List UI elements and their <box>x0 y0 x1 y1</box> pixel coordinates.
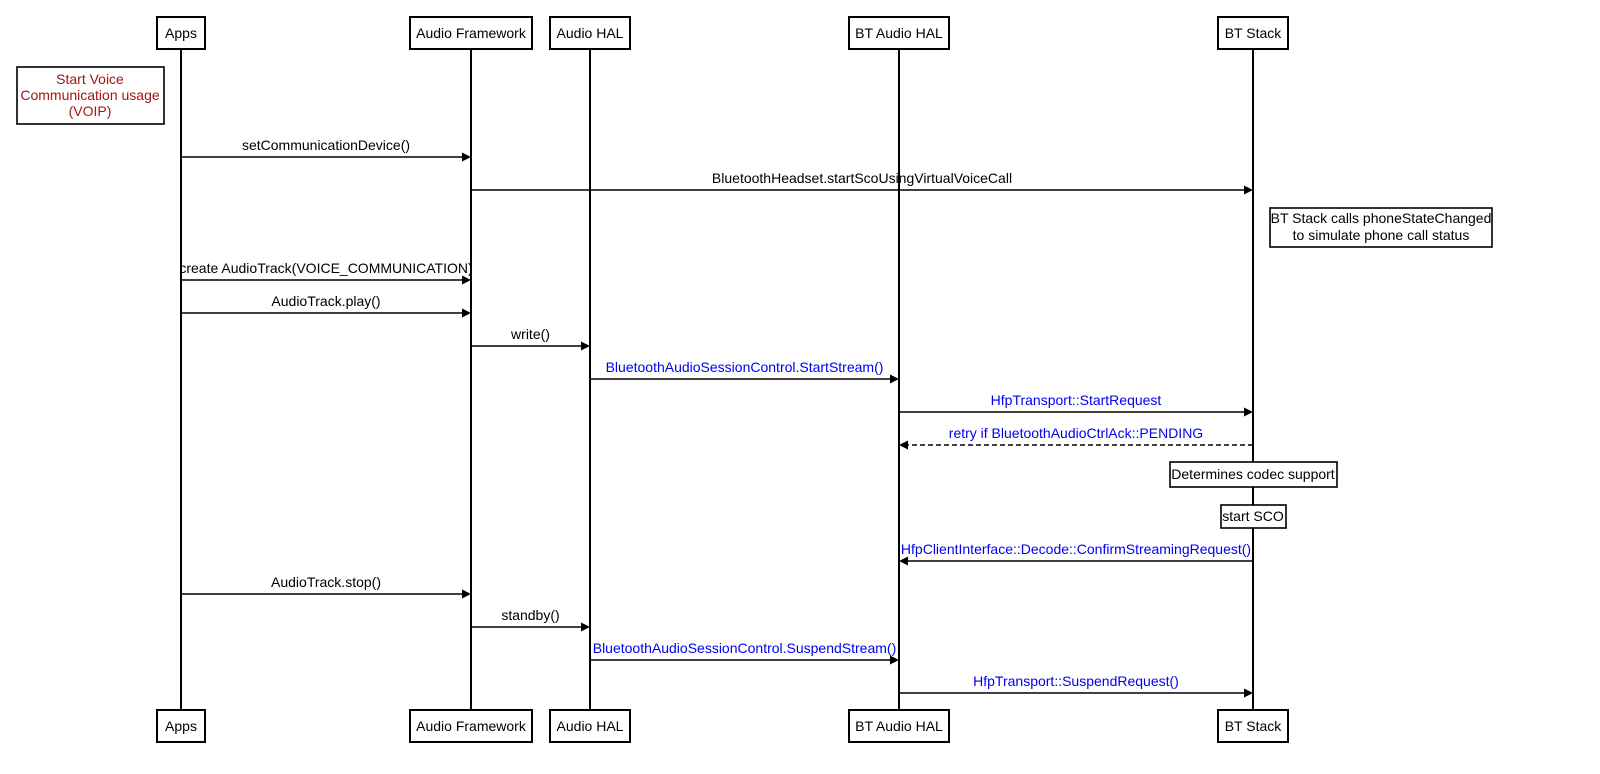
message-label: AudioTrack.stop() <box>271 574 381 590</box>
participant-ahal-top: Audio HAL <box>549 16 631 50</box>
note-text: Communication usage <box>20 87 160 103</box>
message-arrow: setCommunicationDevice() <box>181 137 471 162</box>
participant-apps-bottom: Apps <box>156 709 206 743</box>
message-arrow: HfpTransport::SuspendRequest() <box>899 673 1253 698</box>
participant-bts-bottom: BT Stack <box>1217 709 1289 743</box>
arrowhead <box>462 152 471 162</box>
arrowhead <box>581 341 590 351</box>
note-text: start SCO <box>1222 508 1284 524</box>
message-arrow: BluetoothAudioSessionControl.StartStream… <box>590 359 899 384</box>
note-text: BT Stack calls phoneStateChanged <box>1271 210 1492 226</box>
message-label: create AudioTrack(VOICE_COMMUNICATION) <box>179 260 472 276</box>
message-label: standby() <box>501 607 559 623</box>
note-sco: start SCO <box>1220 504 1287 529</box>
note-text: to simulate phone call status <box>1293 227 1470 243</box>
message-arrow: HfpClientInterface::Decode::ConfirmStrea… <box>899 541 1253 566</box>
note-text: Determines codec support <box>1171 466 1335 482</box>
arrowhead <box>462 589 471 599</box>
message-label: retry if BluetoothAudioCtrlAck::PENDING <box>949 425 1203 441</box>
participant-bts-top: BT Stack <box>1217 16 1289 50</box>
message-label: AudioTrack.play() <box>271 293 380 309</box>
participant-label: Audio Framework <box>416 718 527 734</box>
message-arrow: create AudioTrack(VOICE_COMMUNICATION) <box>179 260 473 285</box>
message-arrow: retry if BluetoothAudioCtrlAck::PENDING <box>899 425 1253 450</box>
arrowhead <box>462 308 471 318</box>
arrowhead <box>890 655 899 665</box>
participant-label: BT Stack <box>1225 718 1283 734</box>
message-label: BluetoothHeadset.startScoUsingVirtualVoi… <box>712 170 1012 186</box>
participant-apps-top: Apps <box>156 16 206 50</box>
arrowhead <box>1244 185 1253 195</box>
arrowhead <box>1244 407 1253 417</box>
participant-label: BT Audio HAL <box>855 718 943 734</box>
arrowhead <box>890 374 899 384</box>
message-arrow: standby() <box>471 607 590 632</box>
participant-af-top: Audio Framework <box>409 16 533 50</box>
arrowhead <box>581 622 590 632</box>
message-arrow: BluetoothHeadset.startScoUsingVirtualVoi… <box>471 170 1253 195</box>
participant-label: Audio HAL <box>557 718 624 734</box>
message-label: HfpTransport::StartRequest <box>991 392 1162 408</box>
message-label: setCommunicationDevice() <box>242 137 410 153</box>
arrowhead <box>462 275 471 285</box>
message-label: HfpTransport::SuspendRequest() <box>973 673 1179 689</box>
participant-label: Audio Framework <box>416 25 527 41</box>
arrowhead <box>899 440 908 450</box>
note-codec: Determines codec support <box>1169 461 1338 488</box>
message-label: HfpClientInterface::Decode::ConfirmStrea… <box>901 541 1251 557</box>
message-arrow: BluetoothAudioSessionControl.SuspendStre… <box>590 640 899 665</box>
participant-af-bottom: Audio Framework <box>409 709 533 743</box>
message-arrow: AudioTrack.stop() <box>181 574 471 599</box>
note-text: Start Voice <box>56 71 124 87</box>
message-label: BluetoothAudioSessionControl.StartStream… <box>606 359 884 375</box>
participant-bthal-top: BT Audio HAL <box>848 16 950 50</box>
participant-label: Apps <box>165 718 197 734</box>
message-arrow: HfpTransport::StartRequest <box>899 392 1253 417</box>
participant-bthal-bottom: BT Audio HAL <box>848 709 950 743</box>
participant-label: BT Audio HAL <box>855 25 943 41</box>
participant-ahal-bottom: Audio HAL <box>549 709 631 743</box>
message-label: BluetoothAudioSessionControl.SuspendStre… <box>593 640 897 656</box>
note-text: (VOIP) <box>69 103 112 119</box>
participant-label: Audio HAL <box>557 25 624 41</box>
arrowhead <box>1244 688 1253 698</box>
message-arrow: AudioTrack.play() <box>181 293 471 318</box>
participant-label: BT Stack <box>1225 25 1283 41</box>
arrowhead <box>899 556 908 566</box>
participant-label: Apps <box>165 25 197 41</box>
message-label: write() <box>510 326 550 342</box>
message-arrow: write() <box>471 326 590 351</box>
